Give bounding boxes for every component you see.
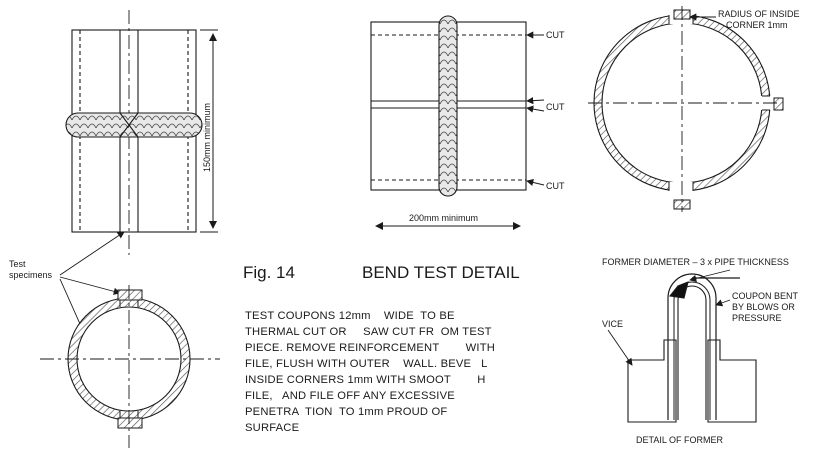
cut-label-top: CUT (546, 30, 565, 40)
paragraph-line: SURFACE (245, 422, 299, 434)
pipe-plan (370, 15, 527, 197)
figure-number: Fig. 14 (243, 263, 295, 282)
dim-150-label: 150mm minimum (202, 103, 212, 172)
coupon-label-2: BY BLOWS OR (732, 302, 795, 312)
radius-label-2: CORNER 1mm (726, 20, 788, 30)
paragraph-line: PIECE. REMOVE REINFORCEMENT WITH (245, 342, 495, 354)
dimension-150 (200, 29, 218, 233)
former (677, 285, 707, 420)
dim-200-label: 200mm minimum (409, 213, 478, 223)
paragraph-line: THERMAL CUT OR SAW CUT FR OM TEST (245, 326, 492, 338)
weld-root (668, 281, 689, 299)
vice-leader (607, 329, 633, 366)
vice-jaw-left (627, 339, 677, 423)
coupon-label-3: PRESSURE (732, 313, 782, 323)
test-specimens-label-2: specimens (9, 270, 53, 280)
paragraph-line: FILE, AND FILE OFF ANY EXCESSIVE (245, 390, 455, 402)
pipe-cross-section (40, 285, 220, 448)
figure-title: BEND TEST DETAIL (362, 263, 520, 282)
vice-jaw-right (707, 339, 757, 423)
radius-label-1: RADIUS OF INSIDE (718, 9, 800, 19)
weld-seam (438, 15, 458, 197)
former-detail-title: DETAIL OF FORMER (636, 435, 724, 445)
instructions-paragraph: TEST COUPONS 12mm WIDE TO BE THERMAL CUT… (245, 310, 495, 434)
pipe-elevation (65, 10, 203, 255)
cut-label-middle: CUT (546, 102, 565, 112)
test-specimens-label-1: Test (9, 259, 26, 269)
paragraph-line: TEST COUPONS 12mm WIDE TO BE (245, 310, 455, 322)
cut-label-bottom: CUT (546, 181, 565, 191)
vice-label: VICE (602, 319, 623, 329)
paragraph-line: FILE, FLUSH WITH OUTER WALL. BEVE L (245, 358, 488, 370)
coupon-label-1: COUPON BENT (732, 291, 799, 301)
coupon-leader (715, 299, 731, 307)
cut-pipe-section (588, 6, 784, 212)
paragraph-line: PENETRA TION TO 1mm PROUD OF (245, 406, 447, 418)
weld-bead (65, 112, 203, 138)
former-diameter-label: FORMER DIAMETER – 3 x PIPE THICKNESS (602, 257, 789, 267)
cut-leaders (526, 31, 545, 186)
former-detail (627, 273, 757, 423)
coupon (667, 273, 717, 420)
paragraph-line: INSIDE CORNERS 1mm WITH SMOOT H (245, 374, 485, 386)
weld-cross (119, 112, 139, 138)
